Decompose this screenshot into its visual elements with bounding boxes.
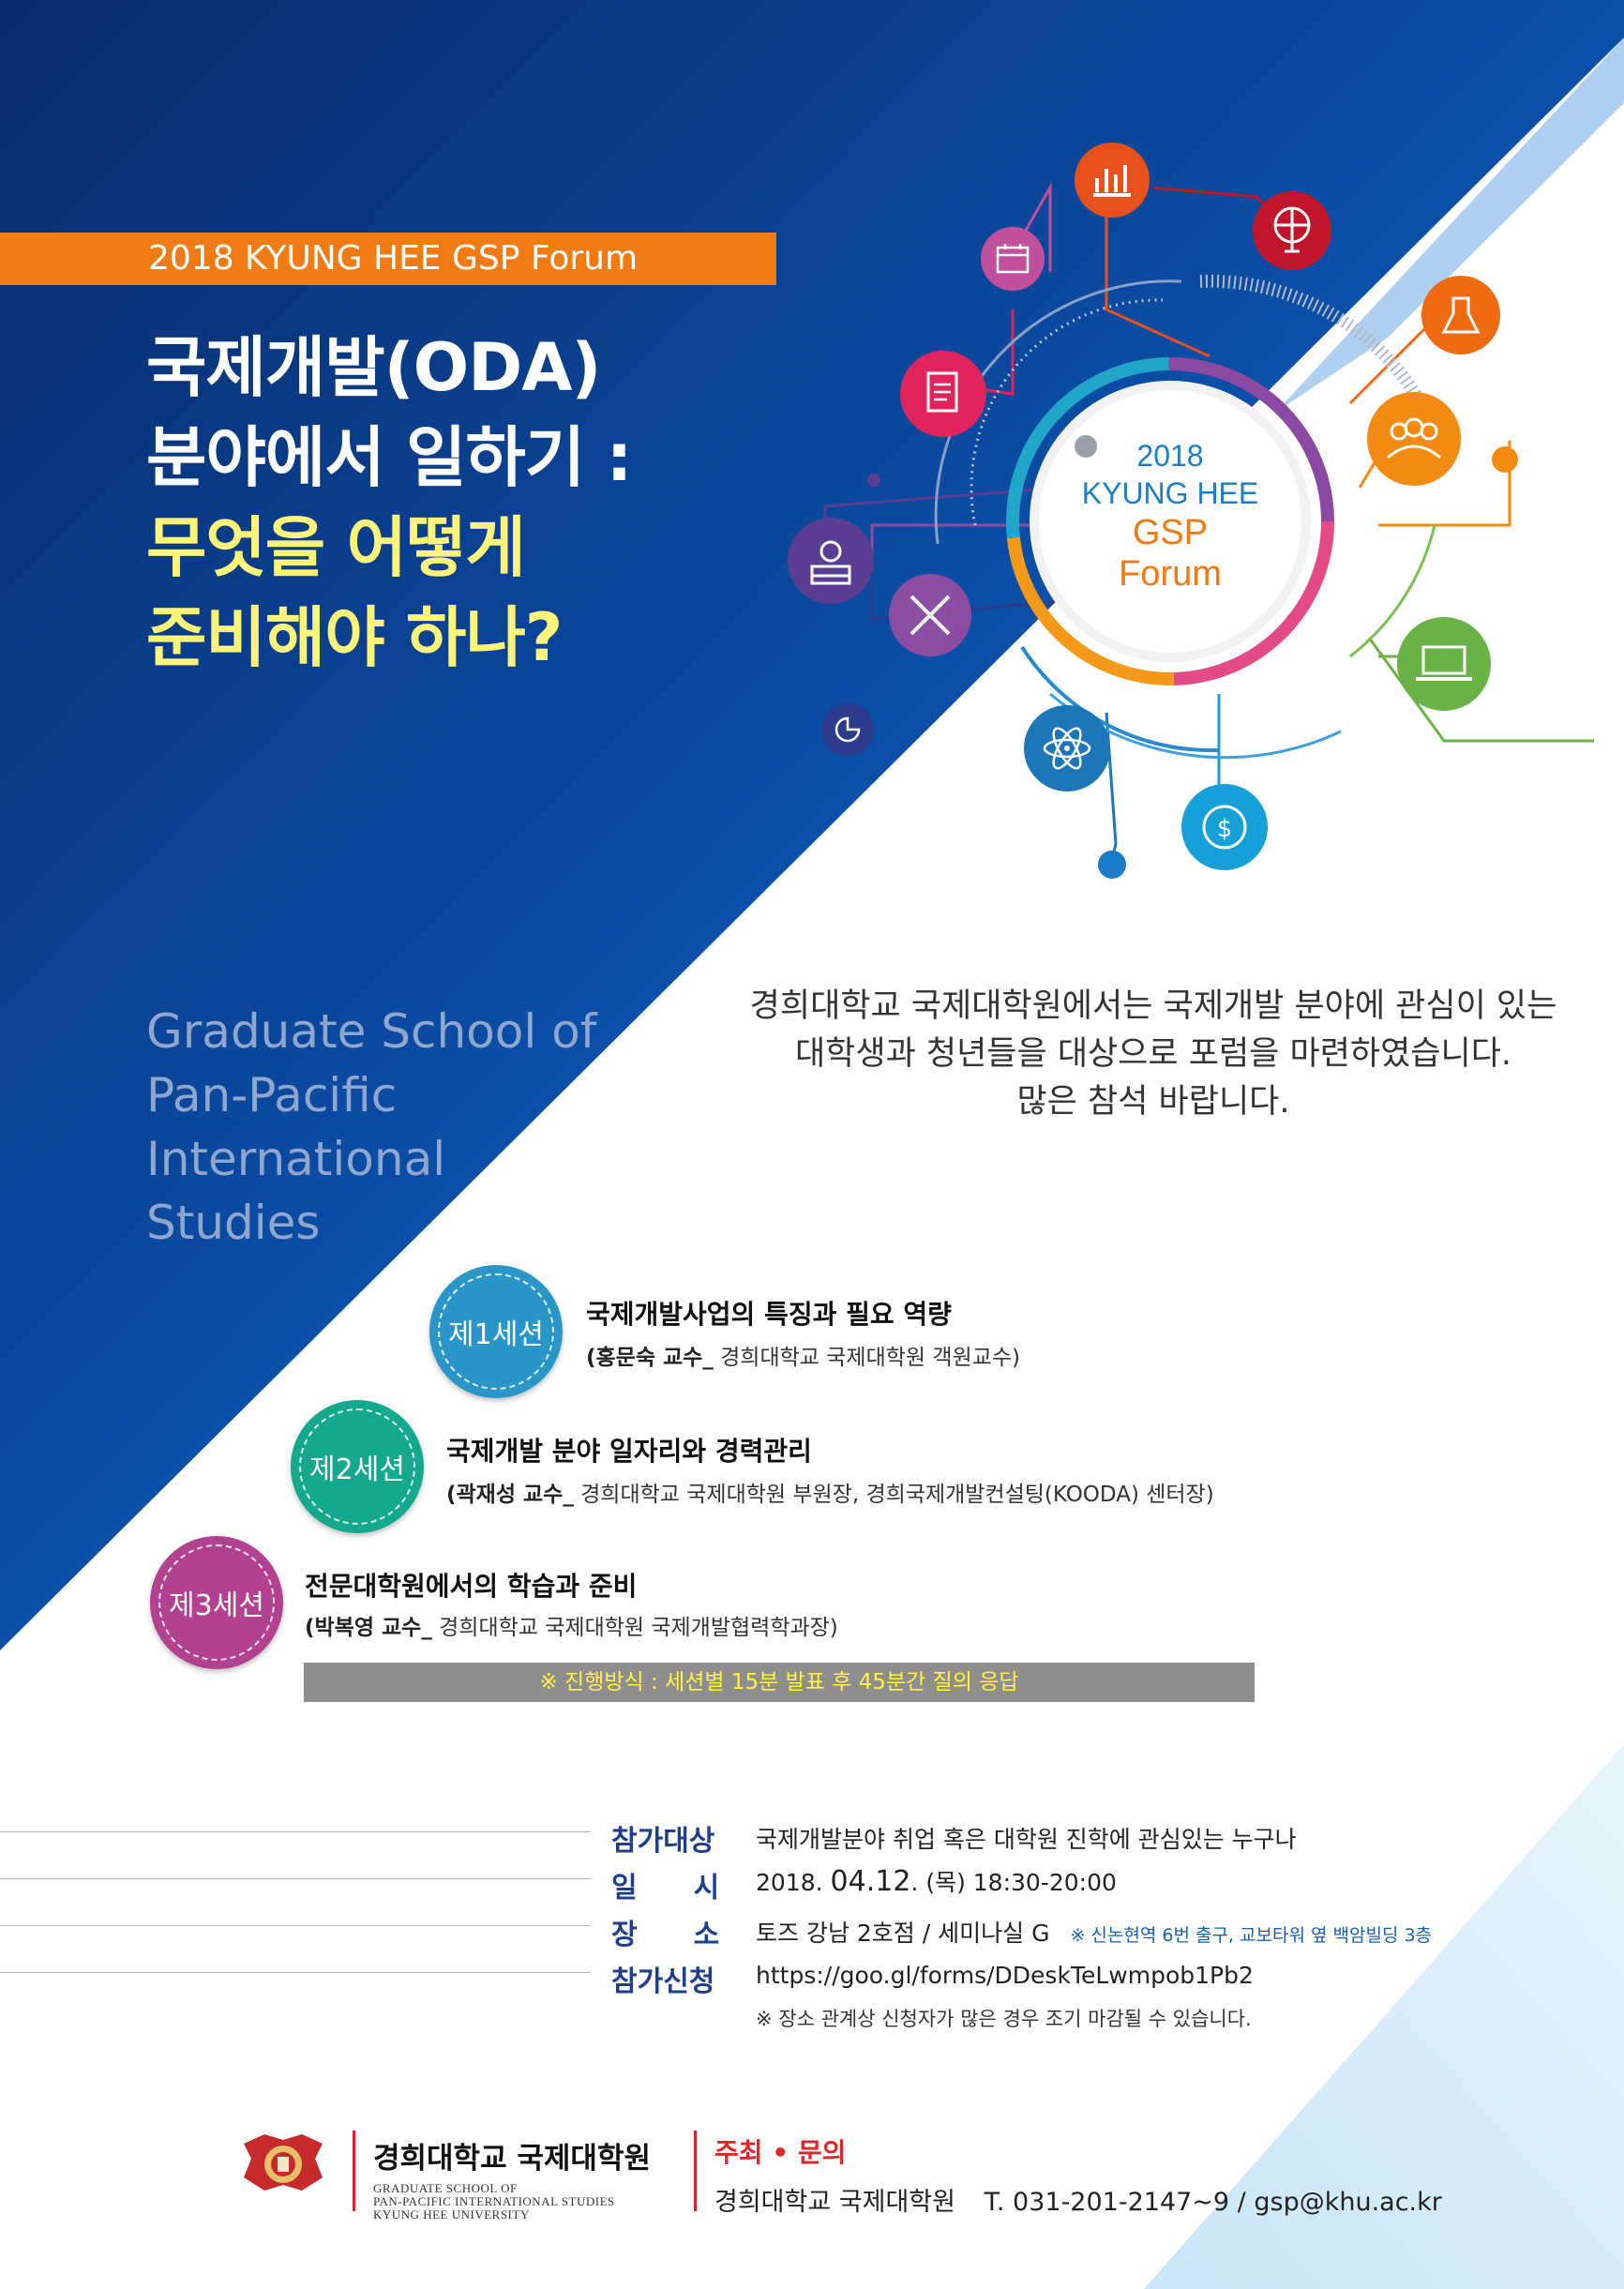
session-3-title: 전문대학원에서의 학습과 준비 <box>305 1571 638 1602</box>
date-year: 2018. <box>756 1869 831 1896</box>
host-info: 경희대학교 국제대학원 T. 031-201-2147~9 / gsp@khu.… <box>714 2181 1442 2218</box>
session-1-badge-label: 제1세션 <box>448 1318 544 1351</box>
date-label: 일 시 <box>611 1872 720 1905</box>
atom-icon <box>1024 705 1110 791</box>
poster-title: 국제개발(ODA) 분야에서 일하기 : 무엇을 어떻게 준비해야 하나? <box>146 323 859 683</box>
university-seal-icon <box>244 2134 323 2191</box>
dollar-icon: $ <box>1181 784 1268 870</box>
svg-text:$: $ <box>1217 815 1233 843</box>
venue-value: 토즈 강남 2호점 / 세미나실 G ※ 신논현역 6번 출구, 교보타워 옆 백… <box>756 1915 1432 1949</box>
intro-text: 경희대학교 국제대학원에서는 국제개발 분야에 관심이 있는 대학생과 청년들을… <box>713 983 1594 1126</box>
forum-emblem-graphic <box>823 182 1594 879</box>
university-name-en-line-3: KYUNG HEE UNIVERSITY <box>373 2207 530 2221</box>
calendar-icon <box>981 227 1045 291</box>
session-1-title: 국제개발사업의 특징과 필요 역량 <box>586 1299 952 1330</box>
school-name-line-1: Graduate School of <box>146 1004 597 1059</box>
bar-chart-icon <box>1075 143 1150 218</box>
session-3-speaker-name: (박복영 교수_ <box>305 1616 432 1640</box>
document-icon <box>900 351 986 437</box>
university-name-en-line-2: PAN-PACIFIC INTERNATIONAL STUDIES <box>373 2194 615 2208</box>
host-label: 주최 • 문의 <box>714 2137 847 2168</box>
date-value: 2018. 04.12. (목) 18:30-20:00 <box>756 1864 1117 1898</box>
university-logo-text: 경희대학교 국제대학원 GRADUATE SCHOOL OF PAN-PACIF… <box>373 2134 651 2221</box>
info-line <box>0 1972 591 1973</box>
emblem-forum: Forum <box>1119 554 1222 594</box>
emblem-year: 2018 <box>1136 439 1204 473</box>
host-organization: 경희대학교 국제대학원 <box>714 2188 955 2217</box>
globe-icon <box>1253 191 1331 270</box>
session-1-badge: 제1세션 <box>429 1265 563 1398</box>
school-name-line-2: Pan-Pacific <box>146 1068 398 1122</box>
pie-chart-icon <box>821 703 874 756</box>
session-2-badge: 제2세션 <box>291 1400 424 1533</box>
apply-note: ※ 장소 관계상 신청자가 많은 경우 조기 마감될 수 있습니다. <box>756 2008 1252 2030</box>
session-3-speaker: (박복영 교수_ 경희대학교 국제대학원 국제개발협력학과장) <box>305 1609 838 1641</box>
logo-divider <box>353 2131 355 2211</box>
session-2-speaker: (곽재성 교수_ 경희대학교 국제대학원 부원장, 경희국제개발컨설팅(KOOD… <box>446 1476 1214 1508</box>
university-name-ko: 경희대학교 국제대학원 <box>373 2142 651 2176</box>
session-2-title: 국제개발 분야 일자리와 경력관리 <box>446 1436 812 1467</box>
university-name-en: GRADUATE SCHOOL OF PAN-PACIFIC INTERNATI… <box>373 2182 651 2221</box>
university-name-en-line-1: GRADUATE SCHOOL OF <box>373 2181 518 2195</box>
session-3-affiliation: 경희대학교 국제대학원 국제개발협력학과장) <box>431 1616 838 1640</box>
intro-line-3: 많은 참석 바랍니다. <box>1016 1083 1290 1121</box>
emblem-name: KYUNG HEE <box>1081 476 1259 510</box>
title-line-4: 준비해야 하나? <box>146 599 563 676</box>
people-icon <box>1367 392 1461 486</box>
school-name-line-3: International <box>146 1132 446 1186</box>
date-time: . (목) 18:30-20:00 <box>910 1869 1117 1896</box>
host-divider <box>694 2131 697 2211</box>
title-line-3: 무엇을 어떻게 <box>146 509 526 586</box>
host-contact: T. 031-201-2147~9 / gsp@khu.ac.kr <box>984 2188 1442 2217</box>
session-3-badge: 제3세션 <box>150 1536 283 1669</box>
intro-line-1: 경희대학교 국제대학원에서는 국제개발 분야에 관심이 있는 <box>749 987 1557 1025</box>
info-line <box>0 1831 591 1832</box>
venue-label: 장 소 <box>611 1919 720 1951</box>
info-line <box>0 1925 591 1926</box>
flask-icon <box>1421 276 1500 354</box>
info-line <box>0 1878 591 1879</box>
intro-line-2: 대학생과 청년들을 대상으로 포럼을 마련하였습니다. <box>794 1035 1512 1073</box>
apple-books-icon <box>788 518 874 604</box>
school-name-line-4: Studies <box>146 1196 321 1250</box>
venue-name: 토즈 강남 2호점 / 세미나실 G <box>756 1920 1050 1947</box>
icon-network: $ <box>788 143 1500 870</box>
session-2-speaker-name: (곽재성 교수_ <box>446 1483 574 1507</box>
emblem-text: 2018 KYUNG HEE GSP Forum <box>1048 437 1292 595</box>
session-2-badge-label: 제2세션 <box>309 1453 405 1486</box>
session-2-affiliation: 경희대학교 국제대학원 부원장, 경희국제개발컨설팅(KOODA) 센터장) <box>573 1483 1214 1507</box>
session-1-speaker: (홍문숙 교수_ 경희대학교 국제대학원 객원교수) <box>586 1339 1020 1371</box>
apply-label: 참가신청 <box>611 1965 715 1998</box>
emblem-gsp: GSP <box>1132 513 1209 552</box>
school-name: Graduate School of Pan-Pacific Internati… <box>146 1000 671 1255</box>
venue-directions: ※ 신논현역 6번 출구, 교보타워 옆 백암빌딩 3층 <box>1070 1925 1433 1946</box>
title-line-2: 분야에서 일하기 : <box>146 419 633 496</box>
target-value: 국제개발분야 취업 혹은 대학원 진학에 관심있는 누구나 <box>756 1826 1297 1853</box>
session-1-speaker-name: (홍문숙 교수_ <box>586 1346 714 1370</box>
date-day: 04.12 <box>830 1865 911 1898</box>
title-line-1: 국제개발(ODA) <box>146 329 601 406</box>
session-1-affiliation: 경희대학교 국제대학원 객원교수) <box>713 1346 1020 1370</box>
ruler-pencil-icon <box>889 574 971 656</box>
session-3-badge-label: 제3세션 <box>169 1589 264 1622</box>
apply-link[interactable]: https://goo.gl/forms/DDeskTeLwmpob1Pb2 <box>756 1962 1254 1989</box>
forum-tag: 2018 KYUNG HEE GSP Forum <box>0 233 776 285</box>
target-label: 참가대상 <box>611 1825 715 1858</box>
format-note: ※ 진행방식 : 세션별 15분 발표 후 45분간 질의 응답 <box>304 1663 1255 1702</box>
laptop-icon <box>1397 617 1491 711</box>
